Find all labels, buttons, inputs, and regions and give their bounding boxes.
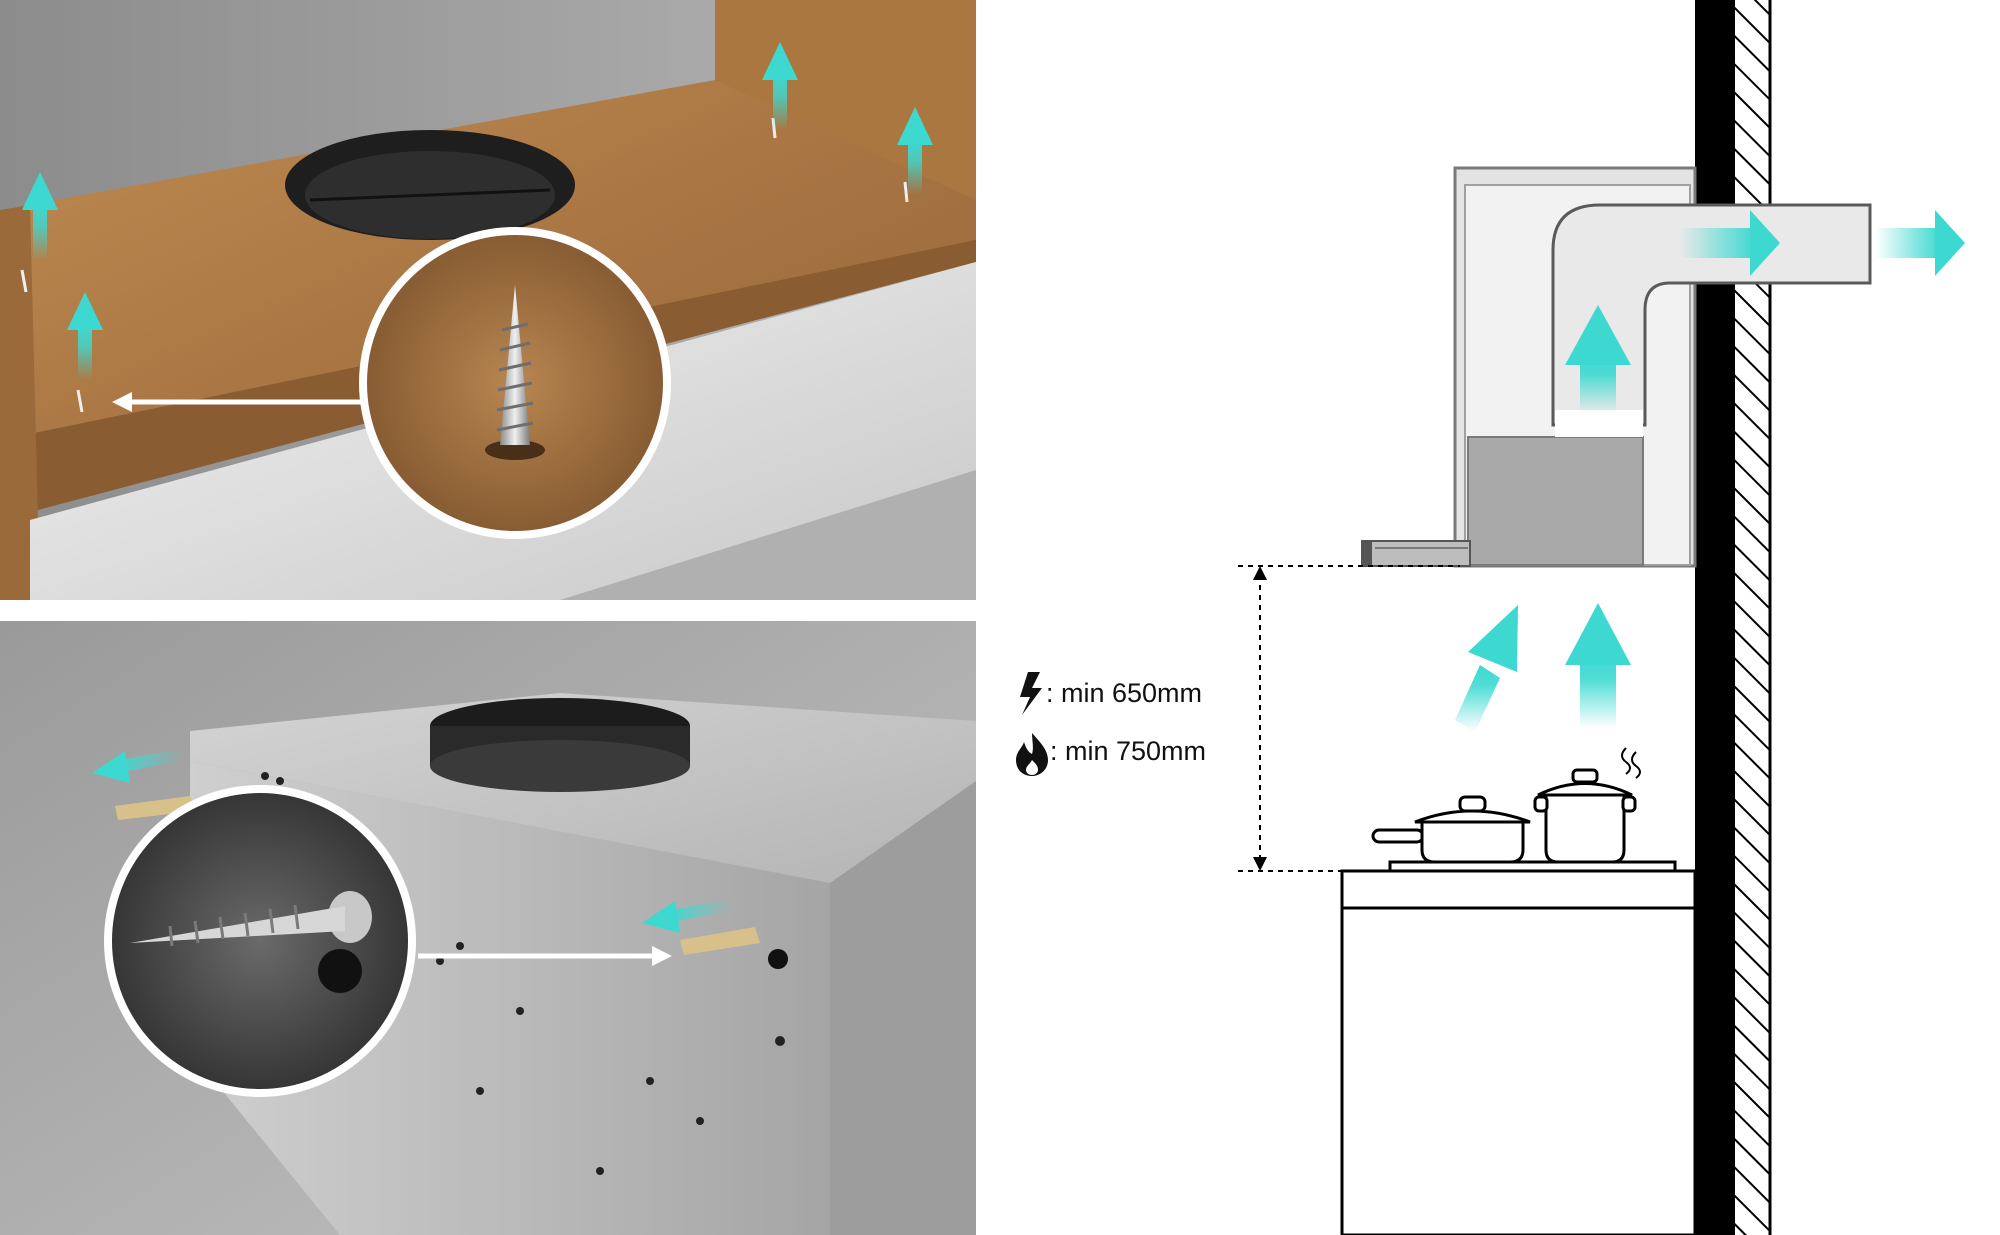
airflow-arrow-icon — [642, 899, 732, 933]
airflow-arrow-icon — [1565, 603, 1631, 728]
screw-detail-icon — [359, 227, 671, 539]
electric-clearance-label: : min 650mm — [1046, 678, 1202, 708]
lightning-bolt-icon — [1020, 672, 1042, 715]
airflow-arrow-icon — [22, 172, 58, 260]
screw-detail-icon — [104, 785, 416, 1097]
hood-body-illustration — [0, 621, 976, 1235]
installation-cross-section-diagram: : min 650mm : min 750mm — [990, 0, 2000, 1235]
cooking-pot-icon — [1533, 768, 1637, 864]
cabinet-mounting-illustration — [0, 0, 976, 600]
airflow-arrow-icon — [92, 749, 182, 783]
exhaust-duct — [1551, 203, 1872, 437]
airflow-arrow-icon — [67, 292, 103, 380]
airflow-arrow-icon — [1565, 305, 1631, 413]
clearance-dimension — [1238, 565, 1460, 872]
cooking-pot-icon — [1371, 795, 1531, 864]
airflow-arrow-icon — [762, 42, 798, 130]
airflow-arrow-icon — [1875, 210, 1965, 276]
hood-motor — [1467, 436, 1644, 566]
hood-front-strip — [1361, 540, 1471, 567]
pointer-arrow-icon — [418, 946, 672, 966]
base-cabinet — [1340, 869, 1697, 1235]
flame-icon — [1016, 733, 1048, 776]
gas-clearance-label: : min 750mm — [1050, 736, 1206, 766]
airflow-arrow-icon — [1680, 210, 1780, 276]
airflow-arrow-icon — [1455, 605, 1518, 732]
pointer-arrow-icon — [112, 392, 362, 412]
steam-icon — [1621, 747, 1641, 779]
airflow-arrow-icon — [897, 107, 933, 195]
wall — [1695, 0, 1772, 1235]
